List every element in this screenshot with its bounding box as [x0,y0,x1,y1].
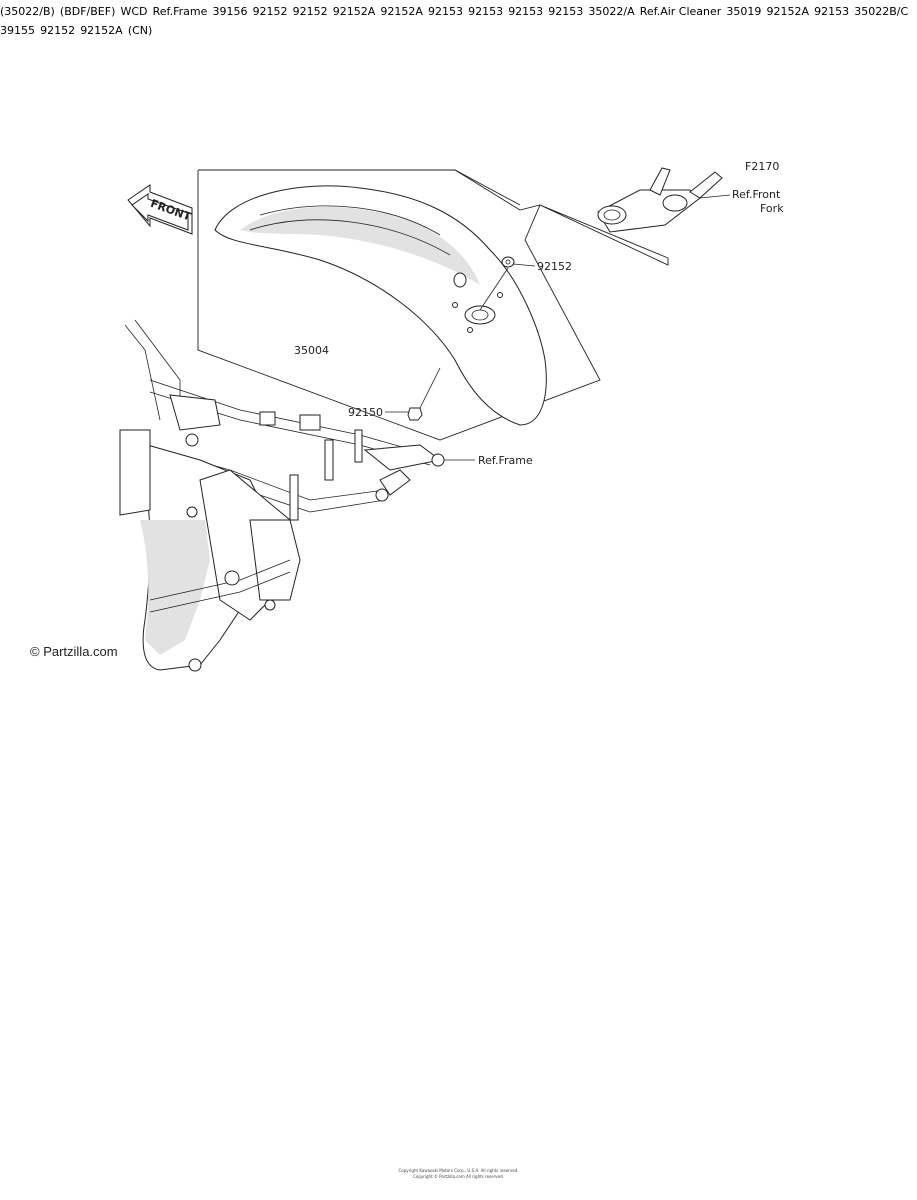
footer-line1: Copyright Kawasaki Motors Corp., U.S.A. … [398,1168,519,1173]
inset-bottom-box: 35022B/C 39155 92152 92152A (CN) © Partz… [0,0,909,1179]
ref-fork-code: F2170 [745,160,779,173]
rear-bolt-2: 92153 [468,5,504,18]
rear-washer-b: 92152 [292,5,328,18]
rear-fender-a-label: 35022/A [588,5,635,18]
mud-flap-label: 35019 [726,5,762,18]
front-fender [214,185,547,426]
front-fender-box-outline [197,169,669,441]
rear-washer-a: 92152 [252,5,288,18]
mud-flap-box: 35019 92152A 92153 35022B/C 39155 92152 … [0,0,909,1179]
rear-bolt-1: 92153 [428,5,463,18]
washer-front-label: 92152 [537,260,572,273]
washer-front-icon [501,256,515,268]
inset-bottom-region: (CN) [127,24,153,37]
rear-grommet-1: 92152A [332,5,376,18]
inset-top-caption: WCD [120,5,148,18]
flap-bolt-label: 92153 [814,5,850,18]
rear-label-39156: 39156 [212,5,248,18]
flap-grommet-label: 92152A [766,5,810,18]
inset-top-code: (35022/B) [0,5,55,18]
inset-bottom-label: 39155 [0,24,35,37]
inset-bottom-code: 35022B/C [854,5,909,18]
ref-fork-line2: Fork [760,202,784,215]
ref-frame-2: Ref.Frame [152,5,208,18]
front-fender-label: 35004 [294,344,329,357]
inset-top-region: (BDF/BEF) [59,5,116,18]
rear-bolt-3: 92153 [508,5,544,18]
inset-bottom-grommet: 92152A [80,24,123,37]
footer-line2: Copyright © Partzilla.com All rights res… [413,1174,504,1179]
front-fork-bracket [597,167,723,233]
rear-grommet-2: 92152A [380,5,423,18]
watermark: © Partzilla.com [30,644,118,659]
ref-frame-1: Ref.Frame [478,454,533,467]
rear-fender-box: 39156 92152 92152 92152A 92152A 92153 92… [0,0,909,1179]
bolt-front-fender-label: 92150 [348,406,383,419]
ref-air-cleaner: Ref.Air Cleaner [639,5,722,18]
motorcycle-frame [119,319,445,672]
ref-fork-line1: Ref.Front [732,188,781,201]
front-arrow-icon: FRONT [127,184,193,235]
rear-bolt-4: 92153 [548,5,584,18]
inset-bottom-washer: 92152 [40,24,76,37]
inset-top-box: (35022/B) (BDF/BEF) WCD Ref.Frame 39156 … [0,0,909,1179]
bolt-front-fender-icon [407,407,423,421]
